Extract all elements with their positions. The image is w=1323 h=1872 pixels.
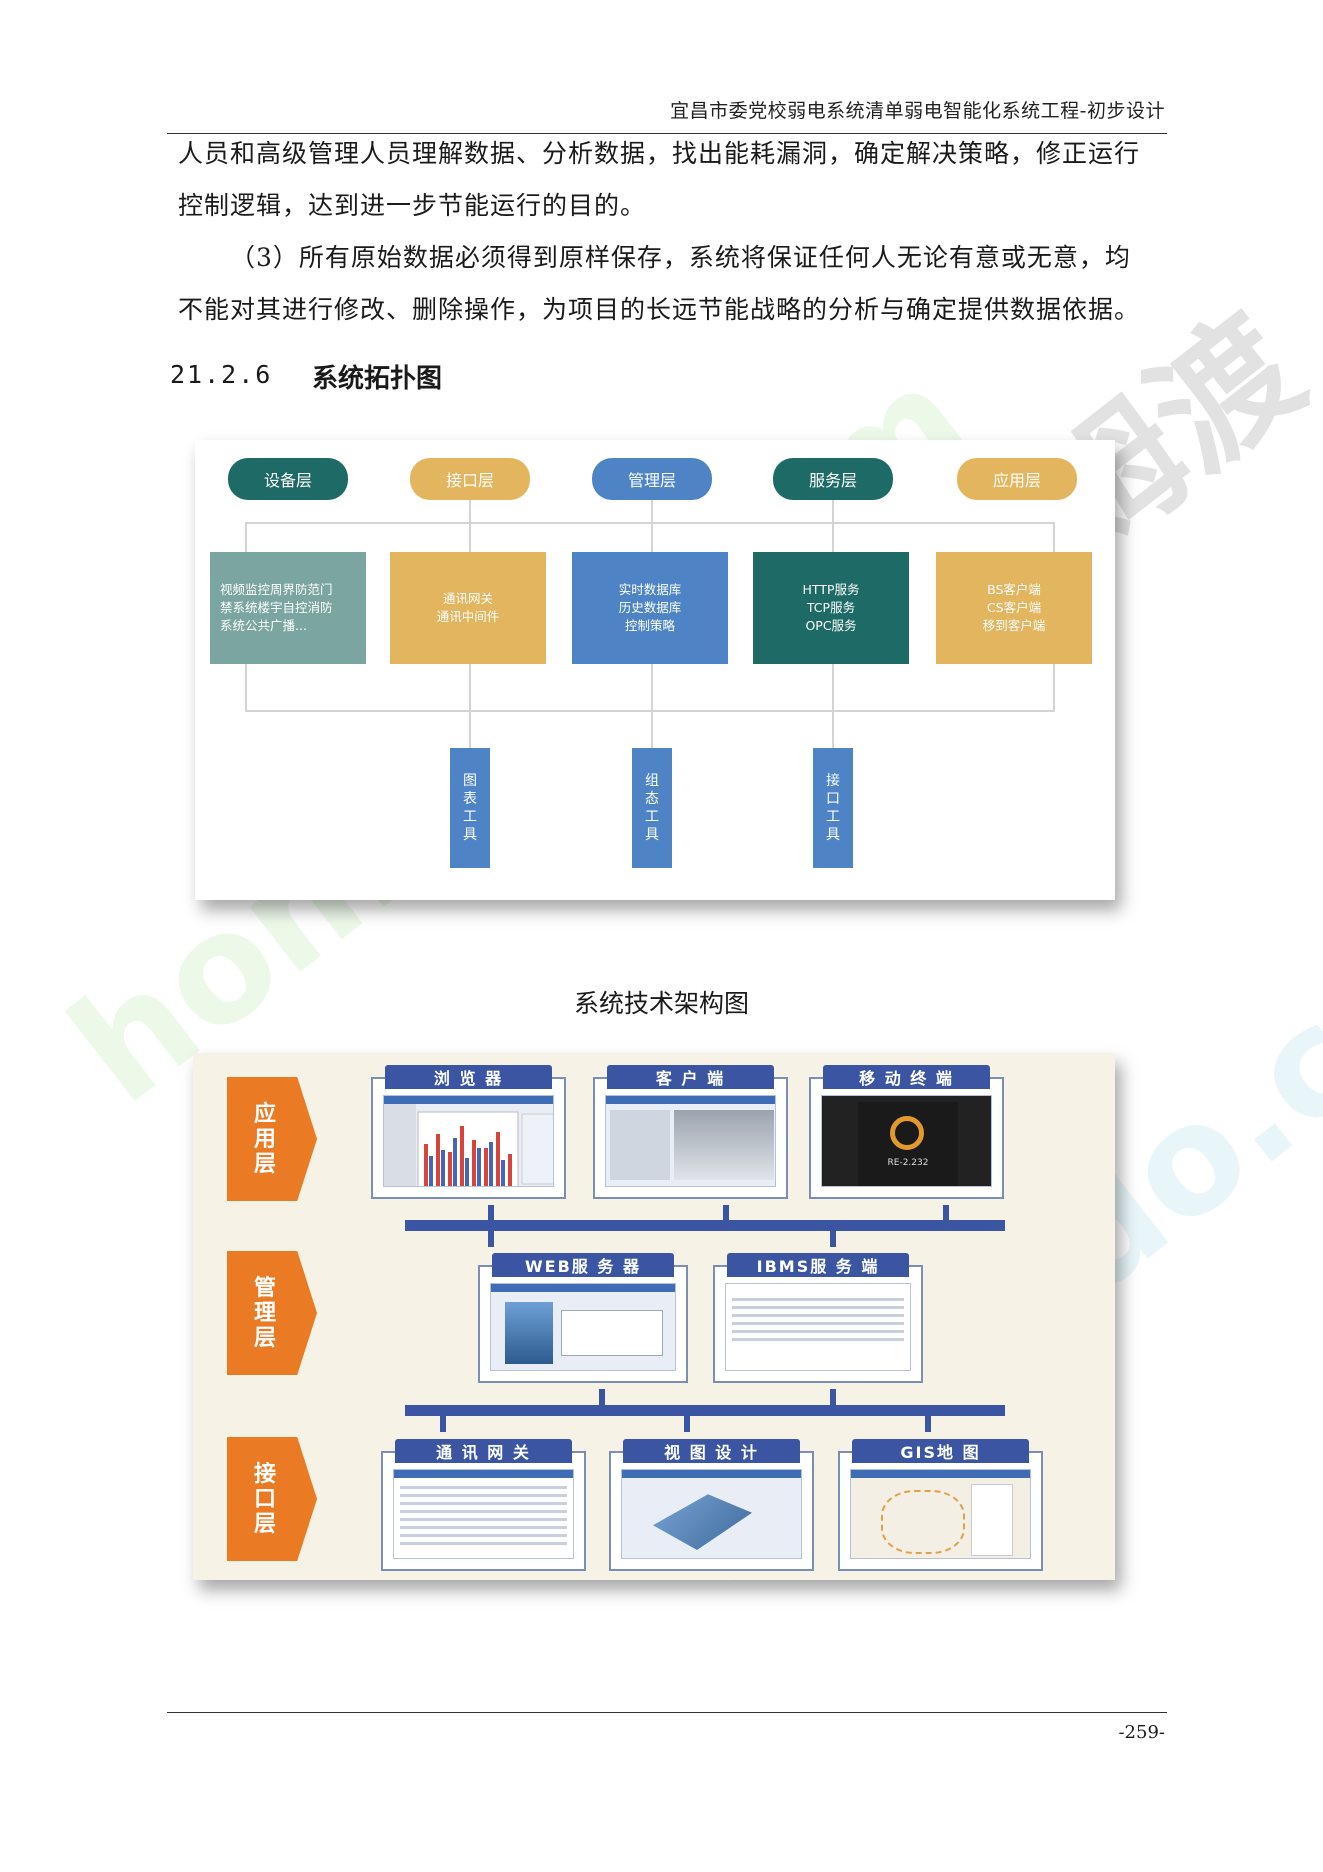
header-rule: [167, 133, 1167, 134]
gis-map-window: GIS地 图: [838, 1439, 1043, 1571]
footer-rule: [167, 1712, 1167, 1713]
interface-tool-box: 接口 工具: [813, 748, 853, 868]
gateway-window: 通 讯 网 关: [381, 1439, 586, 1571]
layer-pill-service: 服务层: [773, 458, 893, 500]
paragraph-line: 控制逻辑，达到进一步节能运行的目的。: [178, 191, 647, 220]
figure-caption: 系统技术架构图: [573, 989, 749, 1018]
bus-line-bottom: [405, 1405, 1005, 1416]
paragraph-line: 人员和高级管理人员理解数据、分析数据，找出能耗漏洞，确定解决策略，修正运行: [178, 139, 1141, 168]
bus-line-top: [405, 1220, 1005, 1231]
client-window: 客 户 端: [593, 1065, 788, 1199]
layer-pill-interface: 接口层: [410, 458, 530, 500]
architecture-diagram: 应用层 管理层 接口层 浏 览 器: [193, 1053, 1115, 1580]
layer-arrow-application: 应用层: [227, 1077, 317, 1201]
topology-diagram: 设备层 接口层 管理层 服务层 应用层 视频监控周界防范门 禁系统楼宇自控消防 …: [195, 440, 1115, 900]
layer-pill-management: 管理层: [592, 458, 712, 500]
web-server-window: WEB服 务 器: [478, 1253, 688, 1383]
application-layer-box: BS客户端 CS客户端 移到客户端: [936, 552, 1092, 664]
management-layer-box: 实时数据库 历史数据库 控制策略: [572, 552, 728, 664]
layer-arrow-interface: 接口层: [227, 1437, 317, 1561]
interface-layer-box: 通讯网关 通讯中间件: [390, 552, 546, 664]
config-tool-box: 组态 工具: [632, 748, 672, 868]
bar-chart-thumbnail: [384, 1104, 553, 1186]
page-header-title: 宜昌市委党校弱电系统清单弱电智能化系统工程-初步设计: [670, 100, 1165, 122]
page-number: -259-: [1118, 1722, 1165, 1743]
ibms-server-window: IBMS服 务 端: [713, 1253, 923, 1383]
mobile-screen-text: RE-2.232: [887, 1158, 929, 1168]
view-design-window: 视 图 设 计: [609, 1439, 814, 1571]
section-title: 系统拓扑图: [312, 364, 443, 394]
browser-window: 浏 览 器: [371, 1065, 566, 1199]
layer-arrow-management: 管理层: [227, 1251, 317, 1375]
device-layer-box: 视频监控周界防范门 禁系统楼宇自控消防 系统公共广播...: [210, 552, 366, 664]
service-layer-box: HTTP服务 TCP服务 OPC服务: [753, 552, 909, 664]
layer-pill-device: 设备层: [228, 458, 348, 500]
mobile-terminal-window: 移 动 终 端 RE-2.232: [809, 1065, 1004, 1199]
chart-tool-box: 图表 工具: [450, 748, 490, 868]
paragraph-line: 不能对其进行修改、删除操作，为项目的长远节能战略的分析与确定提供数据依据。: [178, 295, 1141, 324]
paragraph-line: （3）所有原始数据必须得到原样保存，系统将保证任何人无论有意或无意，均: [230, 243, 1131, 272]
section-number: 21.2.6: [170, 360, 273, 389]
layer-pill-application: 应用层: [957, 458, 1077, 500]
